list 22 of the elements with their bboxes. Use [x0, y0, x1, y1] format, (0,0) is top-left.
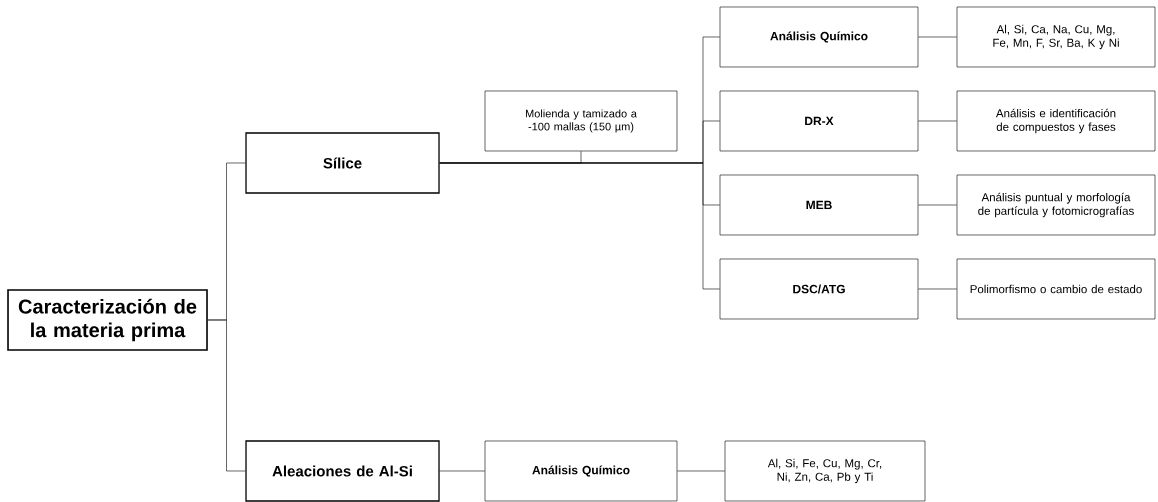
- connector-line: [918, 288, 957, 290]
- connector-line: [207, 319, 246, 472]
- result-box: Al, Si, Ca, Na, Cu, Mg, Fe, Mn, F, Sr, Ba, K y Ni: [956, 6, 1156, 68]
- process-box: Molienda y tamizado a -100 mallas (150 µm): [484, 90, 678, 152]
- category-box: Sílice: [245, 132, 440, 194]
- method-box: DR-X: [719, 90, 919, 152]
- method-box: MEB: [719, 174, 919, 236]
- result-box: Análisis puntual y morfología de partícula y fotomicrografías: [956, 174, 1156, 236]
- method-box: Análisis Químico: [484, 440, 678, 502]
- connector-line: [918, 36, 957, 38]
- method-box: DSC/ATG: [719, 258, 919, 320]
- connector-line: [918, 204, 957, 206]
- connector-line: [918, 120, 957, 122]
- result-box: Al, Si, Fe, Cu, Mg, Cr, Ni, Zn, Ca, Pb y Ti: [724, 440, 926, 502]
- result-box: Polimorfismo o cambio de estado: [956, 258, 1156, 320]
- connector-line: [677, 470, 725, 472]
- result-box: Análisis e identificación de compuestos y fases: [956, 90, 1156, 152]
- category-box: Aleaciones de Al-Si: [245, 440, 440, 502]
- method-box: Análisis Químico: [719, 6, 919, 68]
- connector-line: [439, 162, 720, 290]
- title-box: Caracterización de la materia prima: [7, 289, 208, 351]
- connector-line: [439, 470, 485, 472]
